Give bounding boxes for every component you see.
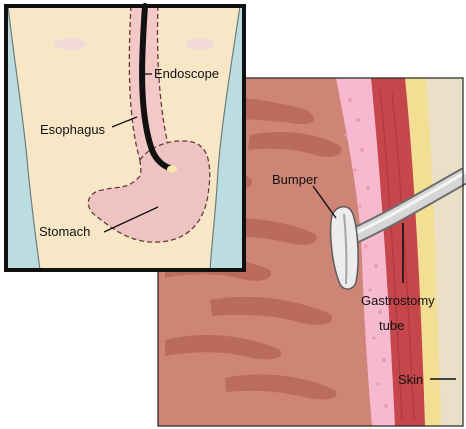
bumper-label: Bumper <box>272 172 318 187</box>
upper-blush-left <box>54 38 86 50</box>
upper-blush-right <box>186 38 214 50</box>
gastrostomy-label-line1: Gastrostomy <box>361 293 435 308</box>
esophagus-label: Esophagus <box>40 122 106 137</box>
inset-panel: Endoscope Esophagus Stomach <box>6 6 244 270</box>
stomach-label: Stomach <box>39 224 90 239</box>
skin-label: Skin <box>398 372 423 387</box>
gastrostomy-label-line2: tube <box>379 318 404 333</box>
endoscope-tip-light <box>167 166 177 173</box>
endoscope-label: Endoscope <box>154 66 219 81</box>
